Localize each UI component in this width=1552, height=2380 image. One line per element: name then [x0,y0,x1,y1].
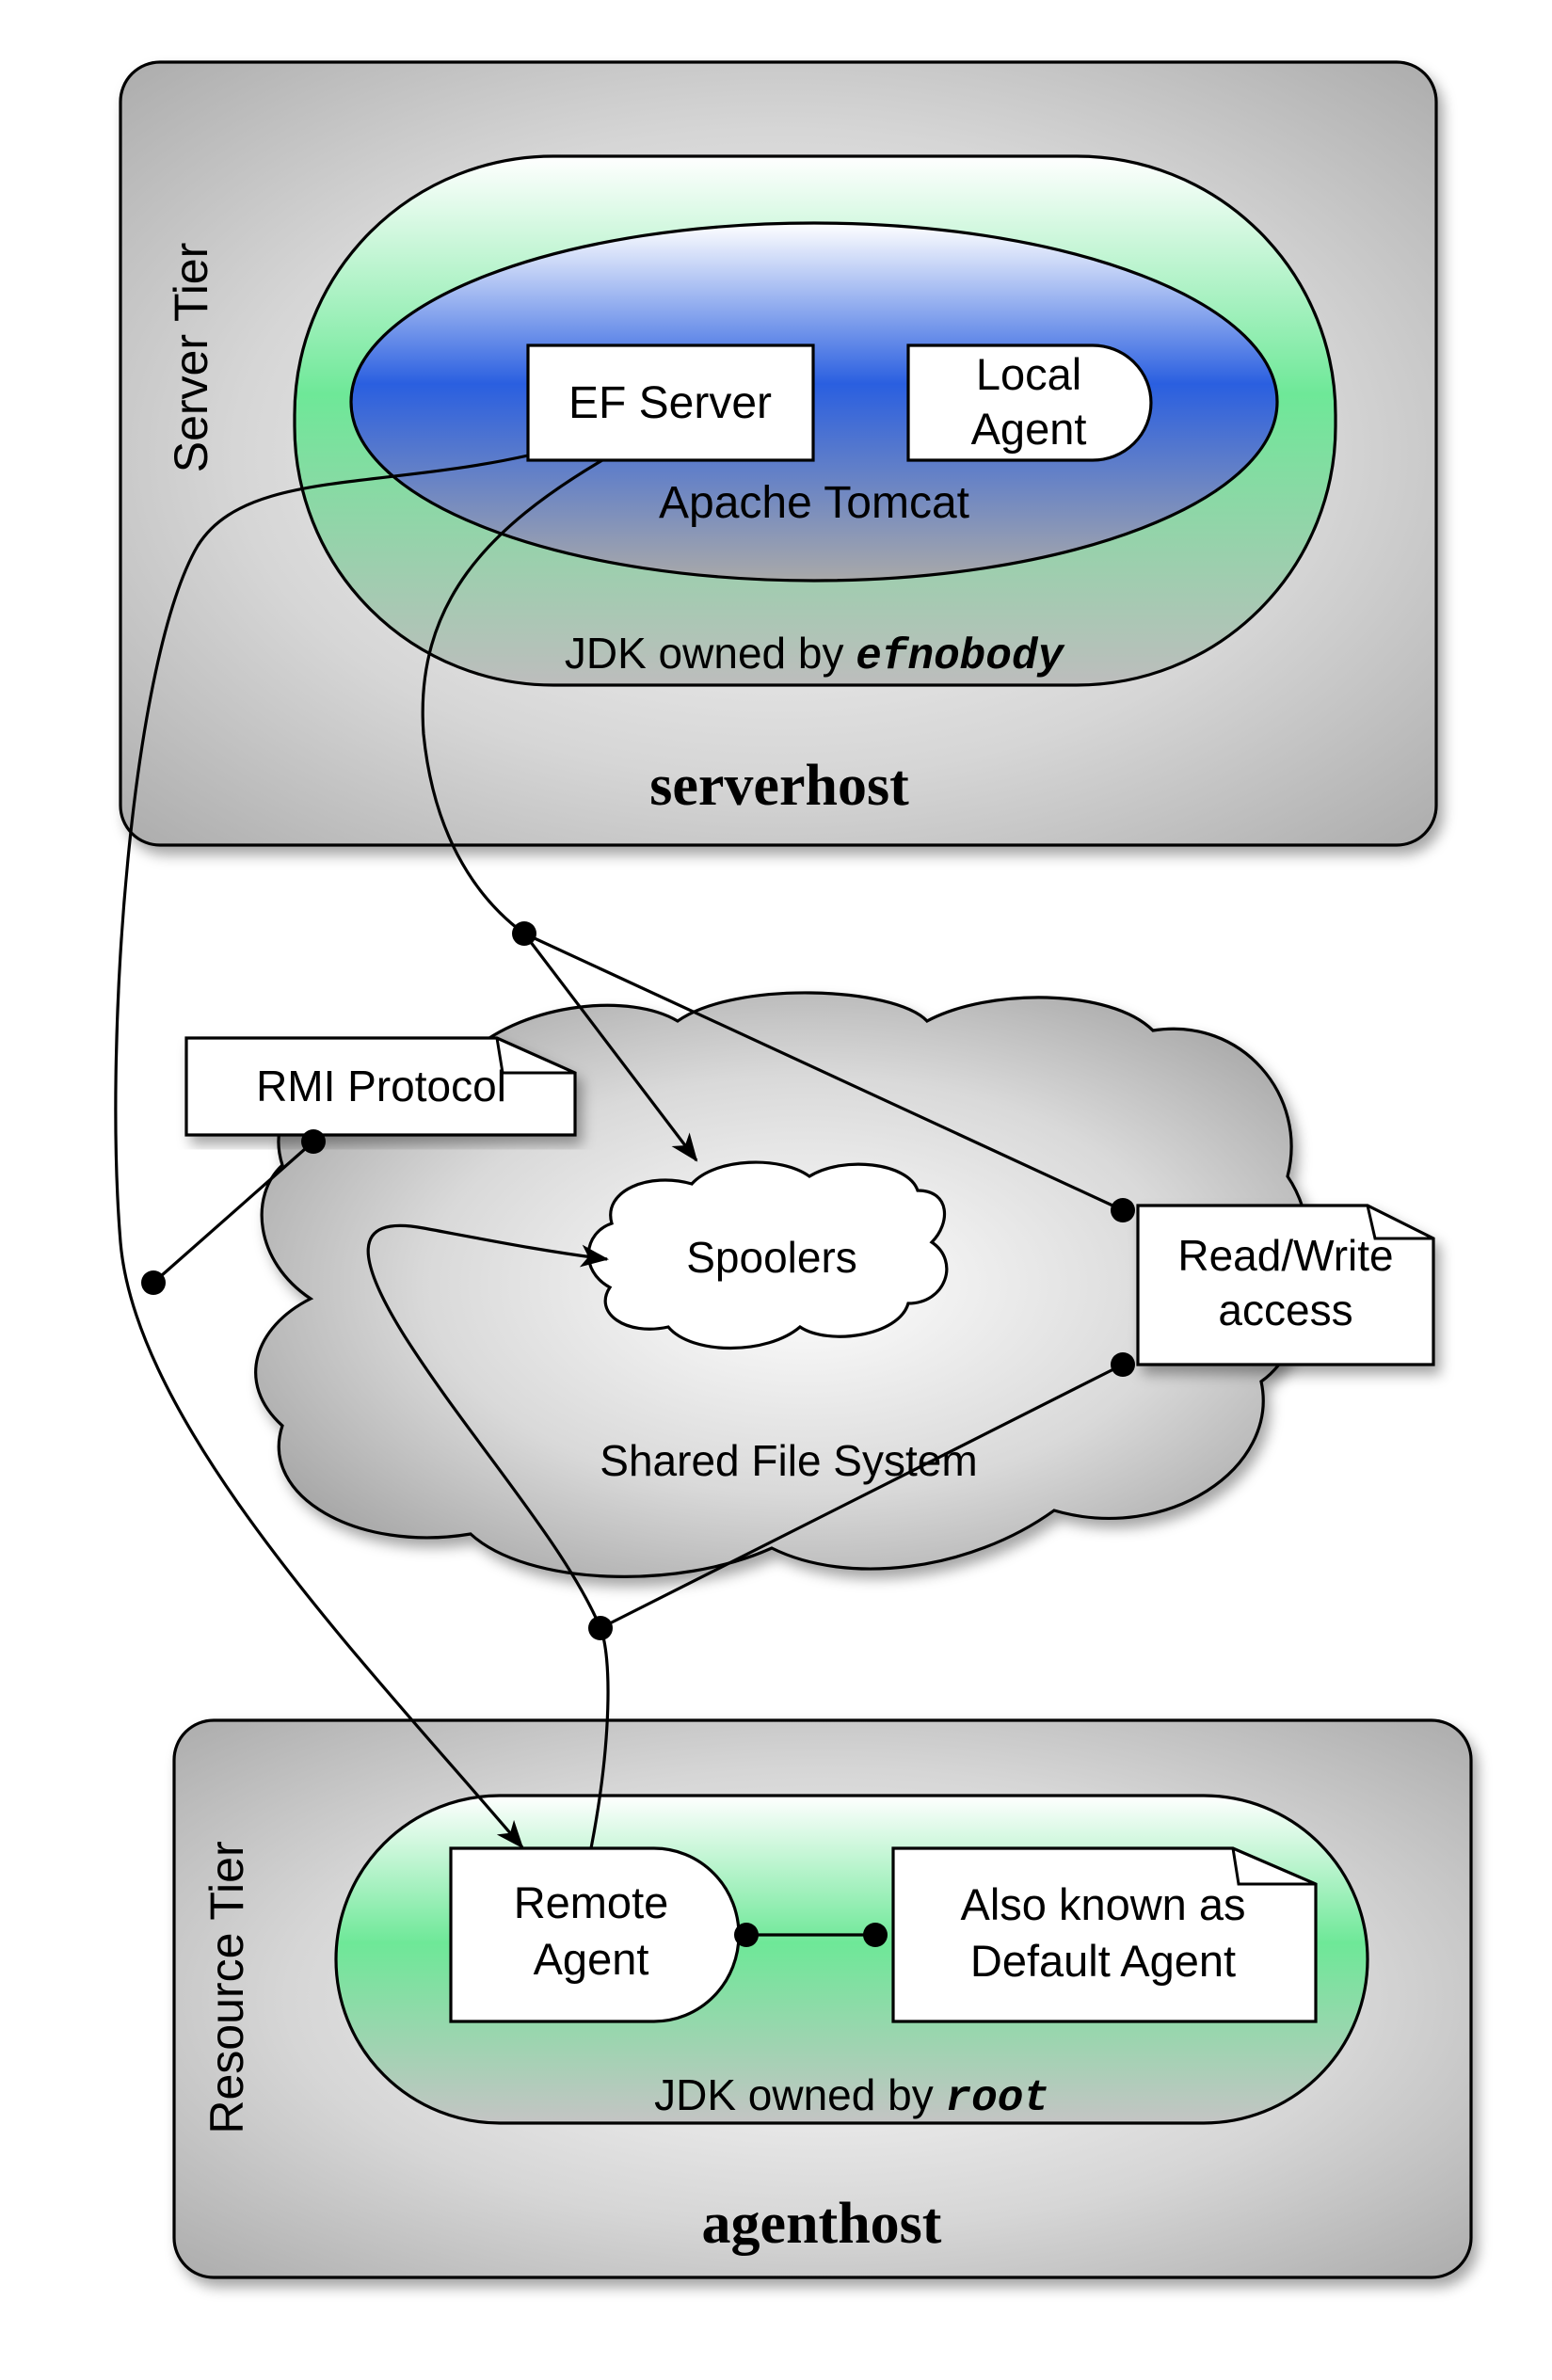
agent-jdk-prefix: JDK owned by [654,2070,945,2119]
apache-tomcat-label: Apache Tomcat [659,478,969,528]
default-agent-note: Also known as Default Agent [891,1846,1318,2023]
resource-tier-label: Resource Tier [200,1841,253,2133]
server-read-write-connector [523,932,1124,1212]
junction-dot-rw-top [1111,1198,1135,1222]
agenthost-label: agenthost [702,2192,942,2256]
server-jdk-owner: efnobody [856,632,1065,681]
rmi-protocol-label: RMI Protocol [256,1062,506,1110]
default-agent-note-line2: Default Agent [970,1936,1236,1986]
junction-dot-rmi-note [301,1129,326,1154]
read-write-note: Read/Write access [1136,1204,1435,1366]
remote-agent-label-line2: Agent [534,1934,649,1984]
spoolers-access-arrow [522,933,698,1162]
agent-spool-line [366,1223,610,1849]
agent-jdk-owner: root [945,2074,1048,2123]
read-write-label-line1: Read/Write [1177,1231,1393,1280]
local-agent-label-line1: Local [976,349,1081,399]
local-agent-label-line2: Agent [971,404,1087,454]
remote-agent-shape: Remote Agent [449,1846,741,2023]
junction-dot-agent [588,1616,613,1640]
shared-file-system-label: Shared File System [600,1436,977,1485]
rmi-protocol-note: RMI Protocol [184,1036,577,1137]
agent-jdk-label: JDK owned by root [654,2070,1049,2123]
spoolers-cloud: Spoolers [586,1160,949,1350]
remote-agent-label-line1: Remote [514,1877,669,1927]
junction-dot-rmi-line [141,1270,166,1295]
local-agent-shape: Local Agent [906,343,1153,462]
default-agent-note-line1: Also known as [960,1879,1245,1929]
server-tier-label: Server Tier [165,243,217,473]
server-jdk-label: JDK owned by efnobody [565,629,1066,681]
junction-dot-rw-bottom [1111,1352,1135,1377]
server-jdk-prefix: JDK owned by [565,629,856,678]
agent-read-write-connector [600,1363,1124,1630]
junction-dot-server [512,921,536,946]
read-write-label-line2: access [1218,1286,1352,1334]
serverhost-label: serverhost [649,754,909,818]
rmi-note-connector [152,1140,315,1285]
spoolers-label: Spoolers [686,1233,857,1282]
ef-server-box: EF Server [526,343,815,462]
ef-server-label: EF Server [568,378,772,428]
rmi-connection-line [114,454,529,1849]
remote-agent-note-connector [734,1923,888,1947]
ef-server-spool-line [421,458,603,935]
